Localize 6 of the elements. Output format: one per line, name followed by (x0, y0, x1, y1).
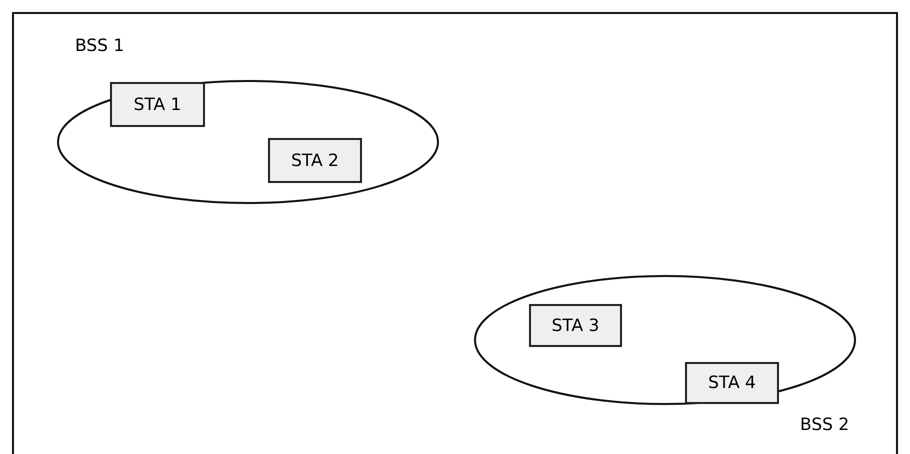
station-box: STA 3 (529, 304, 622, 347)
station-box: STA 4 (685, 362, 779, 404)
group-label: BSS 1 (75, 35, 124, 57)
station-box: STA 1 (110, 82, 205, 127)
station-box: STA 2 (268, 138, 362, 183)
group-label: BSS 2 (800, 414, 850, 436)
